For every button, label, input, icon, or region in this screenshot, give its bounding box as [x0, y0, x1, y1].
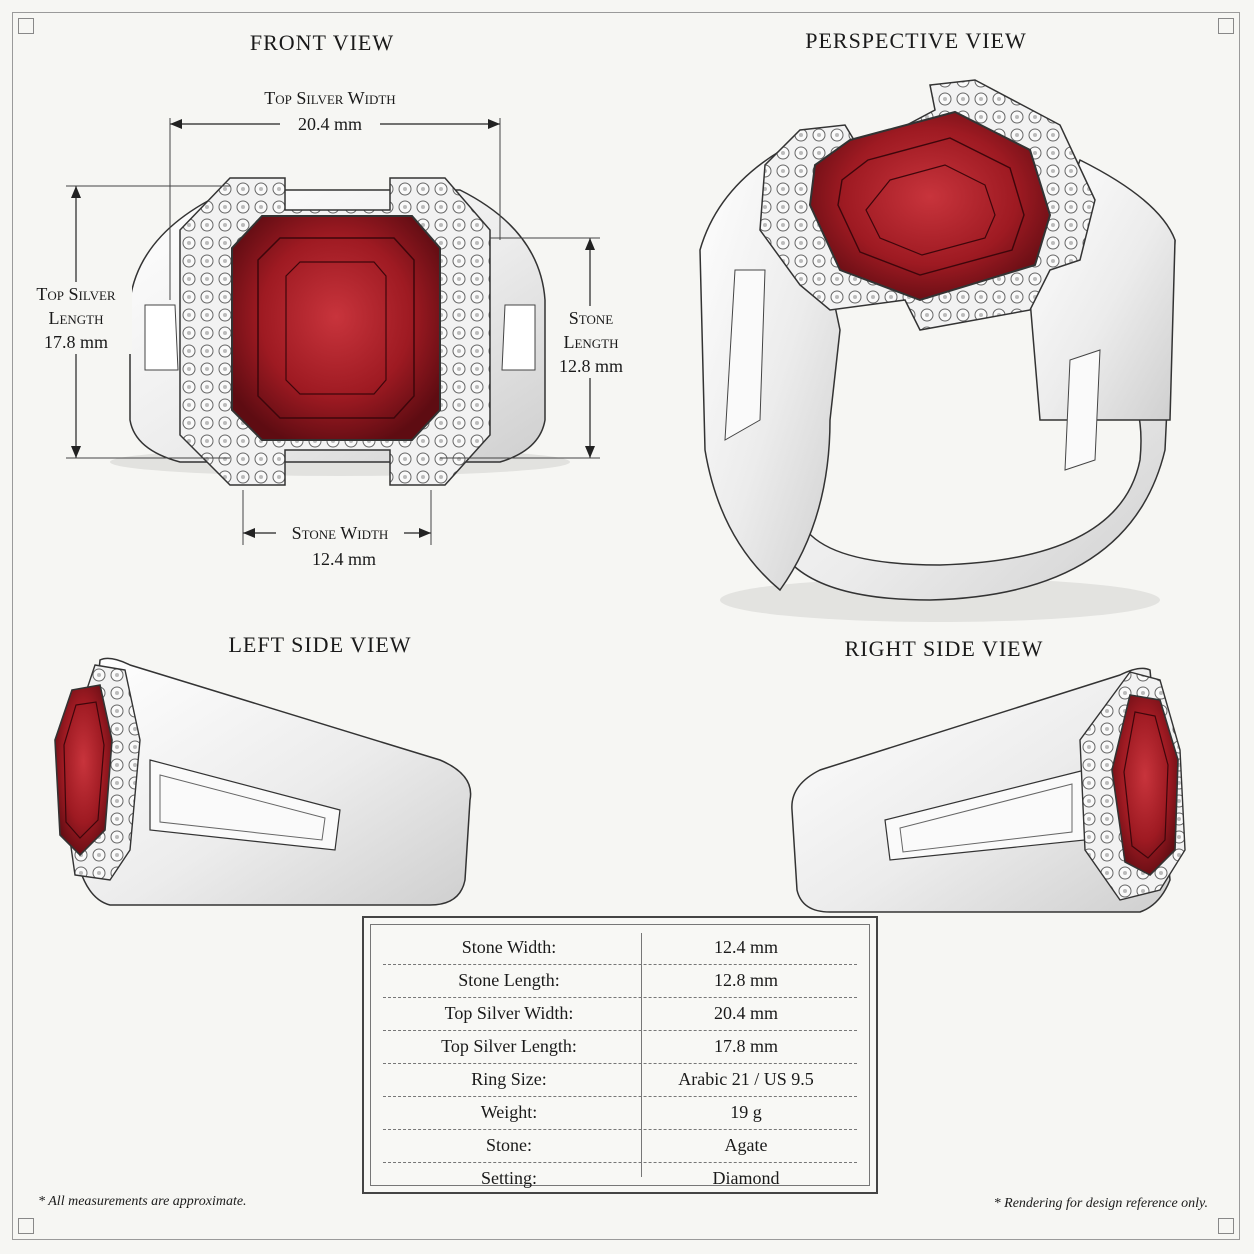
- perspective-view-drawing: [699, 79, 1176, 622]
- spec-key: Weight:: [480, 1102, 538, 1122]
- left-side-view-title: LEFT SIDE VIEW: [228, 632, 412, 657]
- spec-value: 19 g: [730, 1102, 762, 1122]
- stone-width-value: 12.4 mm: [284, 547, 404, 571]
- spec-value: 12.4 mm: [713, 937, 778, 957]
- perspective-view-title: PERSPECTIVE VIEW: [805, 28, 1027, 53]
- column-divider: [641, 933, 642, 1177]
- dimension-value: 20.4 mm: [297, 114, 362, 134]
- rendering-note: * Rendering for design reference only.: [993, 1196, 1208, 1211]
- stone-width-label: Stone Width: [276, 521, 404, 545]
- spec-value: Arabic 21 / US 9.5: [678, 1069, 814, 1089]
- spec-key: Stone:: [485, 1135, 532, 1155]
- table-row: Top Silver Width: 20.4 mm: [383, 997, 857, 1031]
- spec-value: Diamond: [712, 1168, 780, 1188]
- frame-corner: [1218, 18, 1234, 34]
- front-view-title: FRONT VIEW: [249, 30, 395, 55]
- spec-key: Top Silver Length:: [441, 1036, 577, 1056]
- table-row: Top Silver Length: 17.8 mm: [383, 1030, 857, 1064]
- dimension-name: Top Silver Width: [264, 88, 396, 108]
- right-side-view-title: RIGHT SIDE VIEW: [844, 636, 1044, 661]
- dimension-value: 12.4 mm: [311, 549, 376, 569]
- spec-key: Stone Width:: [461, 937, 557, 957]
- frame-corner: [1218, 1218, 1234, 1234]
- table-row: Stone Width: 12.4 mm: [383, 931, 857, 965]
- frame-corner: [18, 1218, 34, 1234]
- spec-value: Agate: [724, 1135, 768, 1155]
- table-row: Stone Length: 12.8 mm: [383, 964, 857, 998]
- right-side-view-drawing: [791, 667, 1186, 913]
- dimension-name: Stone: [568, 308, 614, 328]
- dimension-name: Top Silver: [36, 284, 116, 304]
- frame-corner: [18, 18, 34, 34]
- dimension-name: Length: [563, 332, 619, 352]
- top-silver-width-value: 20.4 mm: [280, 112, 380, 136]
- spec-key: Ring Size:: [471, 1069, 547, 1089]
- table-row: Setting: Diamond: [383, 1162, 857, 1195]
- page-frame: [12, 12, 1240, 1240]
- measurements-note: * All measurements are approximate.: [38, 1194, 247, 1209]
- spec-key: Setting:: [480, 1168, 537, 1188]
- table-row: Ring Size: Arabic 21 / US 9.5: [383, 1063, 857, 1097]
- stone-length-label: Stone Length 12.8 mm: [548, 306, 634, 378]
- spec-key: Stone Length:: [458, 970, 560, 990]
- dimension-value: 12.8 mm: [558, 356, 623, 376]
- spec-key: Top Silver Width:: [444, 1003, 574, 1023]
- spec-value: 17.8 mm: [713, 1036, 778, 1056]
- spec-value: 12.8 mm: [713, 970, 778, 990]
- specifications-table: Stone Width: 12.4 mm Stone Length: 12.8 …: [362, 916, 878, 1194]
- table-row: Stone: Agate: [383, 1129, 857, 1163]
- left-side-view-drawing: [54, 657, 472, 906]
- specifications-table-border: Stone Width: 12.4 mm Stone Length: 12.8 …: [370, 924, 870, 1188]
- spec-value: 20.4 mm: [713, 1003, 778, 1023]
- front-view-drawing: [66, 118, 600, 545]
- top-silver-length-label: Top Silver Length 17.8 mm: [20, 282, 132, 354]
- dimension-value: 17.8 mm: [43, 332, 108, 352]
- dimension-name: Stone Width: [291, 523, 389, 543]
- dimension-name: Length: [48, 308, 104, 328]
- top-silver-width-label: Top Silver Width: [220, 86, 440, 110]
- table-row: Weight: 19 g: [383, 1096, 857, 1130]
